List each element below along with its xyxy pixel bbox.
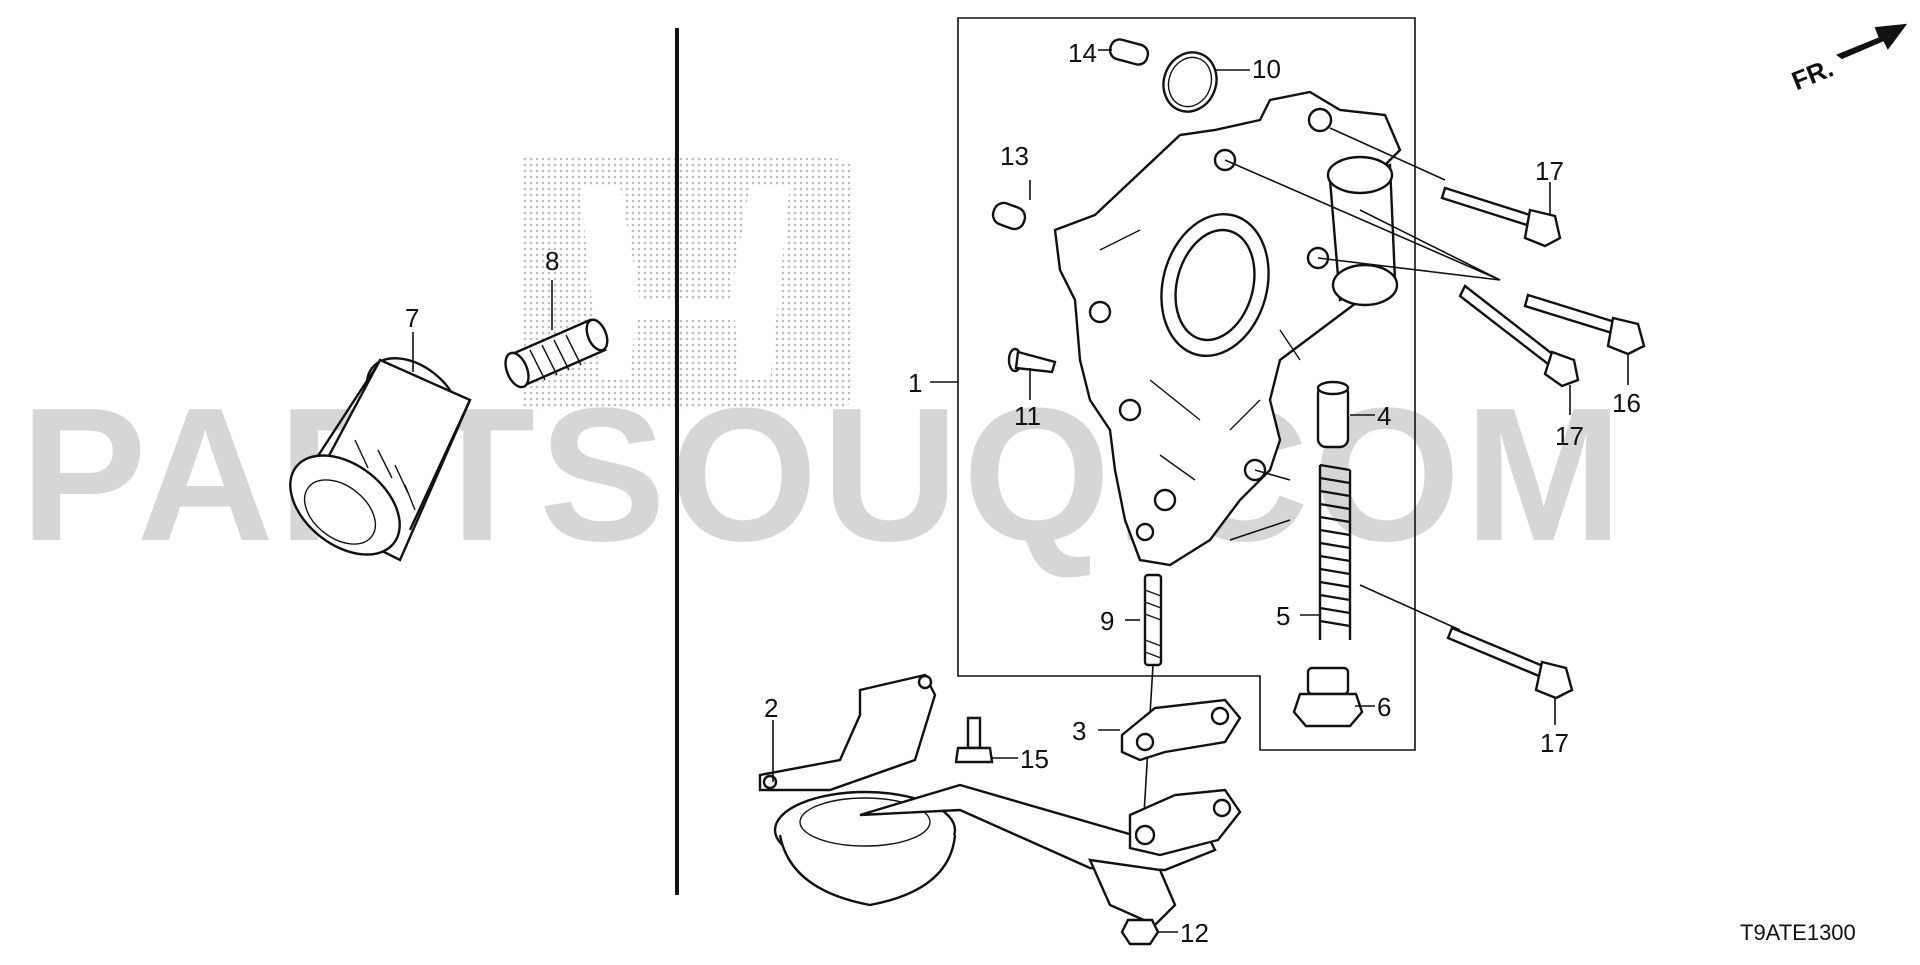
callout-17-middle: 17 <box>1555 421 1584 451</box>
callout-4: 4 <box>1377 401 1391 431</box>
front-direction-label: FR. <box>1787 53 1837 97</box>
oil-pump-assembly <box>1053 90 1402 567</box>
callout-15: 15 <box>1020 744 1049 774</box>
dowel-pin-13 <box>991 201 1027 231</box>
callout-leader-lines <box>412 49 1629 782</box>
oil-strainer-2 <box>758 673 1242 927</box>
callout-16: 16 <box>1612 388 1641 418</box>
callout-2: 2 <box>764 693 778 723</box>
bolt-leader-lines <box>1224 127 1501 631</box>
callout-9: 9 <box>1100 606 1114 636</box>
flange-nut-12 <box>1120 918 1178 946</box>
callout-8: 8 <box>545 246 559 276</box>
flange-bolt-17-middle <box>1458 284 1580 388</box>
svg-text:PARTSOUQ.COM: PARTSOUQ.COM <box>20 369 1627 581</box>
callout-17-top: 17 <box>1535 156 1564 186</box>
oil-filter-union <box>504 318 609 389</box>
callout-7: 7 <box>405 303 419 333</box>
strainer-gasket-3 <box>1120 698 1242 762</box>
diagram-code: T9ATE1300 <box>1740 920 1856 945</box>
callout-5: 5 <box>1276 601 1290 631</box>
callout-1: 1 <box>908 368 922 398</box>
callout-11: 11 <box>1014 401 1041 431</box>
callout-14: 14 <box>1068 38 1097 68</box>
assembly-boundary <box>957 17 1416 751</box>
flange-bolt-16 <box>1523 293 1646 356</box>
o-ring-10 <box>1162 51 1218 113</box>
flange-bolt-17-top <box>1440 186 1562 248</box>
callout-13: 13 <box>1000 141 1029 171</box>
relief-spring-5 <box>1318 463 1352 640</box>
front-direction-arrow: FR. <box>1787 23 1908 97</box>
oil-filter <box>289 357 472 562</box>
flange-bolt-15 <box>954 716 1018 764</box>
dowel-pin-14 <box>1108 38 1150 66</box>
sealing-bolt-6 <box>1292 666 1364 728</box>
callout-3: 3 <box>1072 716 1086 746</box>
collar-4 <box>1316 380 1350 449</box>
callout-10: 10 <box>1252 54 1281 84</box>
flange-bolt-17-bottom <box>1446 626 1574 700</box>
screw-11 <box>1007 347 1057 374</box>
watermark-text: PARTSOUQ.COM <box>20 369 1627 581</box>
callout-12: 12 <box>1180 918 1209 948</box>
callout-6: 6 <box>1377 692 1391 722</box>
callout-17-bottom: 17 <box>1540 728 1569 758</box>
